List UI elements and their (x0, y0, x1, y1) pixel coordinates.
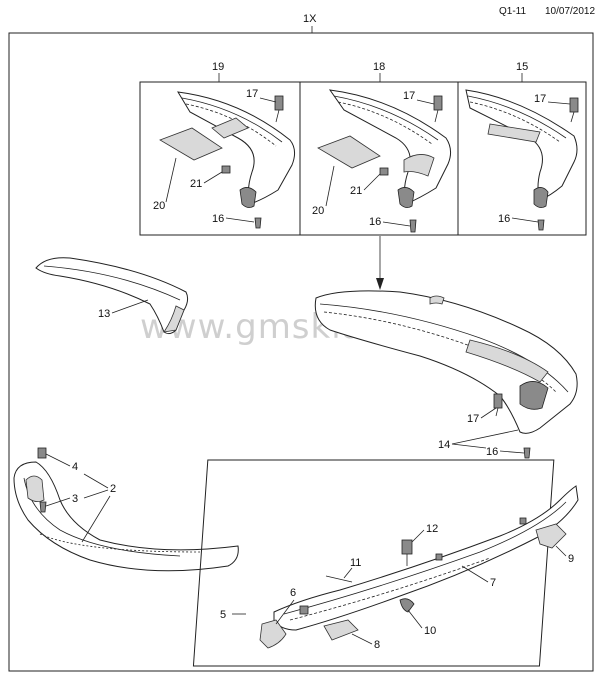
leader-9 (555, 545, 567, 557)
callout-3: 3 (72, 493, 78, 505)
callout-20-p18: 20 (312, 205, 324, 217)
callout-2: 2 (110, 483, 116, 495)
leader-8 (351, 633, 373, 645)
bumper-detail-18 (317, 89, 452, 233)
leader-2-a (83, 473, 109, 489)
leader-2-b (83, 489, 109, 499)
callout-16-main: 16 (486, 446, 498, 458)
callout-12: 12 (426, 523, 438, 535)
callout-10: 10 (424, 625, 436, 637)
leader-17-main (480, 407, 497, 419)
outer-frame (8, 32, 594, 672)
callout-19: 19 (212, 61, 224, 73)
callout-6: 6 (290, 587, 296, 599)
leader-17-p19 (259, 97, 277, 103)
callout-13: 13 (98, 308, 110, 320)
callout-16-p19: 16 (212, 213, 224, 225)
callout-20-p19: 20 (153, 200, 165, 212)
bumper-detail-19 (159, 91, 296, 229)
front-lower-fascia (13, 447, 239, 572)
spoiler-part-13 (35, 257, 189, 335)
leader-6 (275, 599, 295, 625)
leader-13 (111, 299, 149, 314)
rocker-assembly-frame (192, 459, 555, 667)
assembly-label: 1X (303, 13, 317, 25)
leader-10 (407, 609, 423, 629)
leader-11 (343, 567, 353, 579)
callout-17-p18: 17 (403, 90, 415, 102)
leader-16-p15 (511, 217, 539, 223)
flow-arrow (376, 236, 384, 290)
leader-14-a (451, 443, 487, 449)
callout-5: 5 (220, 609, 226, 621)
leader-7 (461, 565, 489, 583)
leader-2-c (81, 495, 111, 543)
callout-14: 14 (438, 439, 450, 451)
callout-16-p18: 16 (369, 216, 381, 228)
leader-21-p18 (363, 173, 381, 191)
callout-8: 8 (374, 639, 380, 651)
callout-17-p19: 17 (246, 88, 258, 100)
leader-3 (45, 497, 71, 507)
leader-16-p18 (382, 221, 411, 227)
leader-20-p18 (325, 165, 335, 207)
bumper-detail-15 (465, 89, 579, 231)
leader-17-p18 (416, 99, 435, 105)
leader-12 (411, 529, 425, 543)
leader-17-p15 (547, 101, 571, 105)
callout-18: 18 (373, 61, 385, 73)
callout-9: 9 (568, 553, 574, 565)
leader-21-p19 (203, 171, 223, 184)
leader-4 (45, 453, 71, 467)
diagram-date: 10/07/2012 (545, 6, 595, 17)
callout-17-main: 17 (467, 413, 479, 425)
rocker-panel-assembly (259, 485, 579, 649)
variant-panels: 19 18 15 17 21 20 16 (139, 61, 587, 236)
callout-17-p15: 17 (534, 93, 546, 105)
callout-4: 4 (72, 461, 78, 473)
callout-7: 7 (490, 577, 496, 589)
leader-20-p19 (165, 157, 177, 203)
diagram-code: Q1-11 (499, 6, 526, 17)
callout-16-p15: 16 (498, 213, 510, 225)
callout-21-p18: 21 (350, 185, 362, 197)
callout-21-p19: 21 (190, 178, 202, 190)
callout-15: 15 (516, 61, 528, 73)
leader-14-b (451, 429, 519, 445)
callout-11: 11 (350, 557, 361, 569)
rear-bumper-fascia (314, 290, 578, 459)
leader-16-p19 (225, 217, 255, 223)
leader-16-main (499, 450, 525, 454)
